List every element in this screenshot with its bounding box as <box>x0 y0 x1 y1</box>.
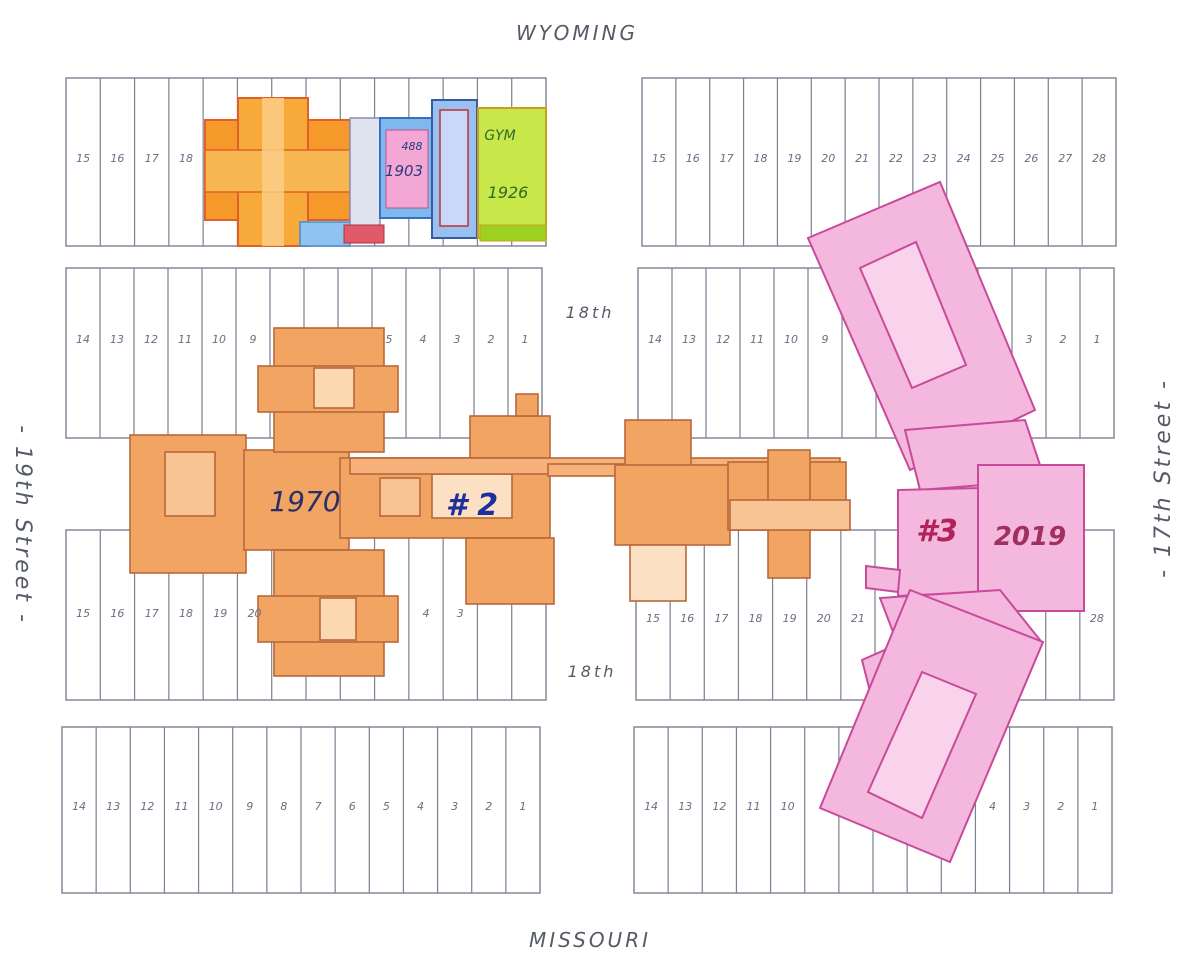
lot-number: 20 <box>817 612 831 625</box>
school-2-year: 1970 <box>269 485 340 518</box>
street-label-west: - 19th Street - <box>10 425 35 625</box>
lot-number: 4 <box>420 333 427 346</box>
lot-number: 16 <box>680 612 694 625</box>
lot-number: 28 <box>1090 612 1104 625</box>
lot-number: 23 <box>923 152 937 165</box>
lot-number: 17 <box>714 612 728 625</box>
lot-number: 21 <box>855 152 869 165</box>
lot-number: 19 <box>787 152 801 165</box>
lot-number: 18 <box>754 152 768 165</box>
old-school-tag: 488 <box>402 140 423 153</box>
lot-number: 13 <box>106 800 120 813</box>
lot-number: 3 <box>1023 800 1030 813</box>
lot-number: 22 <box>889 152 903 165</box>
lot-number: 15 <box>76 607 90 620</box>
lot-number: 3 <box>451 800 458 813</box>
school-2-number: # 2 <box>446 488 498 523</box>
lot-number: 27 <box>1058 152 1072 165</box>
gym-label: GYM <box>484 128 515 144</box>
lot-number: 14 <box>76 333 90 346</box>
lot-number: 16 <box>110 152 124 165</box>
lot-number: 10 <box>781 800 795 813</box>
school-3-building <box>806 180 1085 864</box>
lot-number: 4 <box>989 800 996 813</box>
lot-number: 2 <box>1060 333 1067 346</box>
lot-number: 21 <box>851 612 865 625</box>
lot-number: 11 <box>178 333 192 346</box>
lot-number: 3 <box>1026 333 1033 346</box>
lot-number: 14 <box>644 800 658 813</box>
lot-number: 1 <box>519 800 526 813</box>
lot-number: 2 <box>1057 800 1064 813</box>
street-label-north: WYOMING <box>516 21 638 45</box>
old-school-year: 1903 <box>385 162 423 180</box>
lot-number: 11 <box>175 800 189 813</box>
lot-number: 18 <box>179 152 193 165</box>
lot-number: 24 <box>957 152 971 165</box>
lot-number: 12 <box>144 333 158 346</box>
lot-number: 6 <box>349 800 356 813</box>
lot-number: 19 <box>213 607 227 620</box>
street-label-east: - 17th Street - <box>1151 378 1176 578</box>
street-label-south: MISSOURI <box>529 928 651 952</box>
lot-number: 16 <box>110 607 124 620</box>
lot-number: 3 <box>454 333 461 346</box>
lot-number: 17 <box>145 152 159 165</box>
lot-number: 18 <box>749 612 763 625</box>
school-2-building <box>129 327 851 677</box>
lot-number: 1 <box>522 333 529 346</box>
gym-year: 1926 <box>488 183 529 202</box>
school-3-number: #3 <box>916 514 958 549</box>
lot-number: 28 <box>1092 152 1106 165</box>
alley-label-north: 18th <box>566 303 615 322</box>
lot-number: 20 <box>248 607 262 620</box>
lot-number: 14 <box>72 800 86 813</box>
lot-number: 16 <box>686 152 700 165</box>
lot-number: 1 <box>1094 333 1101 346</box>
lot-number: 9 <box>822 333 829 346</box>
lot-number: 4 <box>417 800 424 813</box>
lot-number: 5 <box>386 333 393 346</box>
lot-number: 18 <box>179 607 193 620</box>
lot-number: 11 <box>750 333 764 346</box>
lot-number: 17 <box>720 152 734 165</box>
lot-number: 12 <box>716 333 730 346</box>
school-3-year: 2019 <box>994 522 1066 552</box>
lot-number: 20 <box>821 152 835 165</box>
lot-number: 8 <box>280 800 287 813</box>
lot-number: 10 <box>784 333 798 346</box>
lot-number: 5 <box>383 800 390 813</box>
lot-number: 19 <box>783 612 797 625</box>
lot-number: 11 <box>747 800 761 813</box>
lot-number: 4 <box>423 607 430 620</box>
alley-label-south: 18th <box>568 662 617 681</box>
lot-number: 10 <box>212 333 226 346</box>
lot-number: 15 <box>76 152 90 165</box>
lot-number: 12 <box>712 800 726 813</box>
lot-number: 17 <box>145 607 159 620</box>
lot-number: 2 <box>488 333 495 346</box>
lot-number: 13 <box>682 333 696 346</box>
old-school-building: 488 1903 GYM 1926 <box>204 97 547 247</box>
lot-number: 25 <box>991 152 1005 165</box>
lot-number: 2 <box>485 800 492 813</box>
lot-number: 7 <box>315 800 322 813</box>
lot-number: 9 <box>250 333 257 346</box>
lot-number: 3 <box>457 607 464 620</box>
lot-number: 15 <box>652 152 666 165</box>
lot-number: 26 <box>1024 152 1038 165</box>
lot-number: 9 <box>246 800 253 813</box>
lot-number: 12 <box>140 800 154 813</box>
lot-number: 13 <box>678 800 692 813</box>
lot-number: 13 <box>110 333 124 346</box>
lot-number: 10 <box>209 800 223 813</box>
lot-number: 15 <box>646 612 660 625</box>
lot-number: 1 <box>1091 800 1098 813</box>
lot-number: 14 <box>648 333 662 346</box>
